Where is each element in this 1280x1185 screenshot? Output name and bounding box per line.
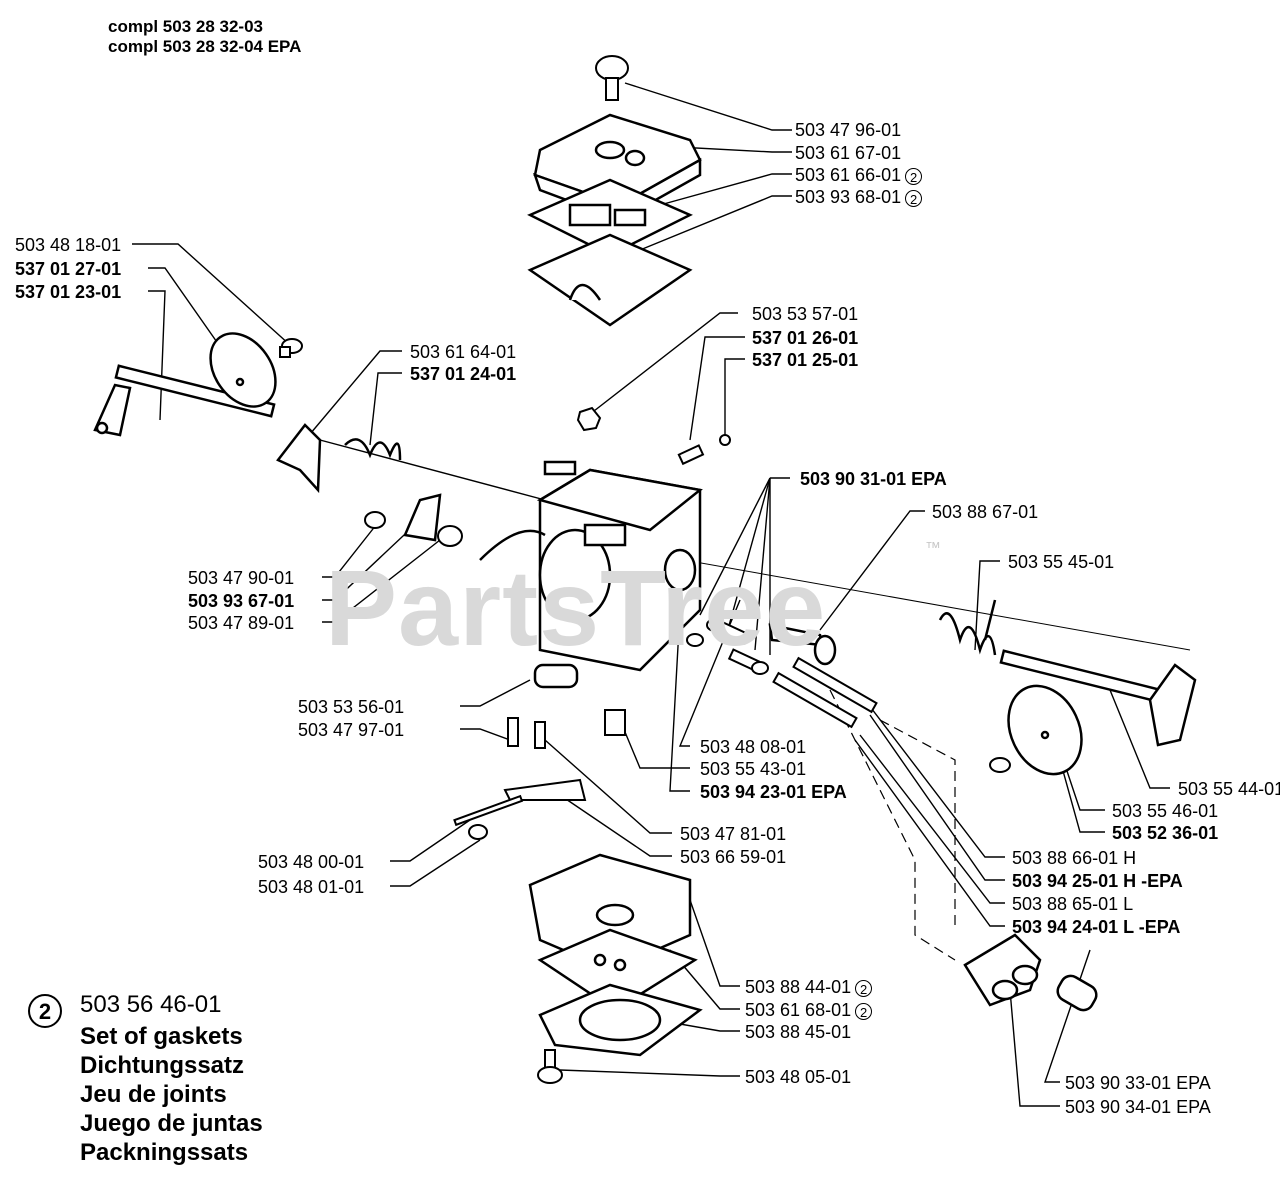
lever-pin [453,794,524,827]
gasket-kit-number[interactable]: 503 56 46-01 [80,991,222,1018]
filter-screen [533,663,579,689]
part-label[interactable]: 503 55 45-01 [1008,552,1115,572]
pump-diaphragm-1 [527,233,693,327]
part-label[interactable]: 503 90 31-01 EPA [800,469,947,489]
throttle-spring [344,438,402,461]
part-label[interactable]: 503 90 34-01 EPA [1065,1097,1211,1117]
part-label[interactable]: 503 53 56-01 [298,697,405,717]
pump-gasket-1 [527,178,693,257]
small-screw-a [364,511,386,529]
part-label[interactable]: 503 66 59-01 [680,847,787,867]
low-needle [772,671,858,729]
part-label[interactable]: 503 90 33-01 EPA [1065,1073,1211,1093]
part-label[interactable]: 503 48 05-01 [745,1067,852,1087]
pump-needle-spring [677,434,731,466]
fuel-pipe [479,529,546,561]
gasket-kit-name-en: Set of gaskets [80,1023,243,1050]
part-number[interactable]: 503 61 66-01 [795,165,902,185]
high-needle [792,656,878,714]
top-screw [595,55,629,101]
gasket-kit-name-sv: Packningssats [80,1139,249,1166]
trademark-symbol: ™ [925,540,941,557]
part-label[interactable]: 503 47 89-01 [188,613,295,633]
part-label[interactable]: 503 48 01-01 [258,877,365,897]
gasket-kit-marker: 2 [905,167,923,185]
choke-valve [1007,684,1083,776]
part-label[interactable]: 503 88 67-01 [932,502,1039,522]
part-label[interactable]: 503 94 24-01 L -EPA [1012,917,1181,937]
gasket-kit-marker: 2 [905,189,923,207]
gasket-kit-name-fr: Jeu de joints [80,1081,227,1108]
part-label[interactable]: 503 55 46-01 [1112,801,1219,821]
needle-springs [717,621,761,672]
assembly-number-1: compl 503 28 32-03 [108,17,263,36]
part-label[interactable]: 503 61 67-01 [795,143,902,163]
part-label[interactable]: 503 52 36-01 [1112,823,1219,843]
cover-screw [537,1049,563,1084]
part-label[interactable]: 503 88 65-01 L [1012,894,1134,914]
part-label[interactable]: 503 93 67-01 [188,591,295,611]
part-label[interactable]: 537 01 23-01 [15,282,122,302]
limiter-cap-holder [963,933,1042,1007]
part-label[interactable]: 503 55 43-01 [700,759,807,779]
assembly-number-2: compl 503 28 32-04 EPA [108,37,302,56]
part-number[interactable]: 503 93 68-01 [795,187,902,207]
part-label[interactable]: 503 47 90-01 [188,568,295,588]
part-label[interactable]: 503 48 00-01 [258,852,365,872]
gasket-kit-marker: 2 [855,1002,873,1020]
inlet-needle [507,717,546,749]
bushing-a [437,525,463,547]
part-label[interactable]: 503 47 81-01 [680,824,787,844]
part-label[interactable]: 503 55 44-01 [1178,779,1280,799]
part-label[interactable]: 503 94 23-01 EPA [700,782,847,802]
part-label[interactable]: 537 01 25-01 [752,350,859,370]
part-label[interactable]: 537 01 27-01 [15,259,122,279]
gasket-kit-name-es: Juego de juntas [80,1110,263,1137]
part-label[interactable]: 503 47 96-01 [795,120,902,140]
part-number[interactable]: 503 88 44-01 [745,977,852,997]
choke-shaft [999,649,1197,747]
gasket-kit-marker: 2 [855,979,873,997]
control-lever [503,778,587,801]
gasket-kit-name-de: Dichtungssatz [80,1052,245,1079]
needle-valve-seat [604,709,626,736]
part-label[interactable]: 503 47 97-01 [298,720,405,740]
part-label[interactable]: 503 88 45-01 [745,1022,852,1042]
carburetor-body [536,460,703,672]
choke-screw [989,757,1011,773]
washers [686,618,769,675]
part-label[interactable]: 503 48 08-01 [700,737,807,757]
small-screw-nut [576,406,602,432]
part-label[interactable]: 503 53 57-01 [752,304,859,324]
idle-adjust-screw [768,623,837,666]
part-label[interactable]: 503 61 64-01 [410,342,517,362]
part-label[interactable]: 537 01 26-01 [752,328,859,348]
gasket-kit-ref-circle: 2 [28,994,62,1028]
part-label[interactable]: 503 94 25-01 H -EPA [1012,871,1183,891]
throttle-screw-left [279,338,303,358]
limiter-cap [1056,974,1098,1012]
watermark: PartsTree [325,547,827,668]
throttle-shaft-left [93,364,276,437]
metering-cover [538,983,703,1057]
part-number[interactable]: 503 61 68-01 [745,1000,852,1020]
lever-arm [403,493,442,542]
choke-spring [938,599,997,656]
lever-screw [468,824,488,840]
throttle-valve-left [209,332,277,408]
dashed-lines [829,689,956,961]
metering-gasket [528,853,692,972]
throttle-lever [276,423,322,494]
part-label[interactable]: 503 48 18-01 [15,235,122,255]
part-label[interactable]: 503 88 66-01 H [1012,848,1137,868]
part-label[interactable]: 537 01 24-01 [410,364,517,384]
